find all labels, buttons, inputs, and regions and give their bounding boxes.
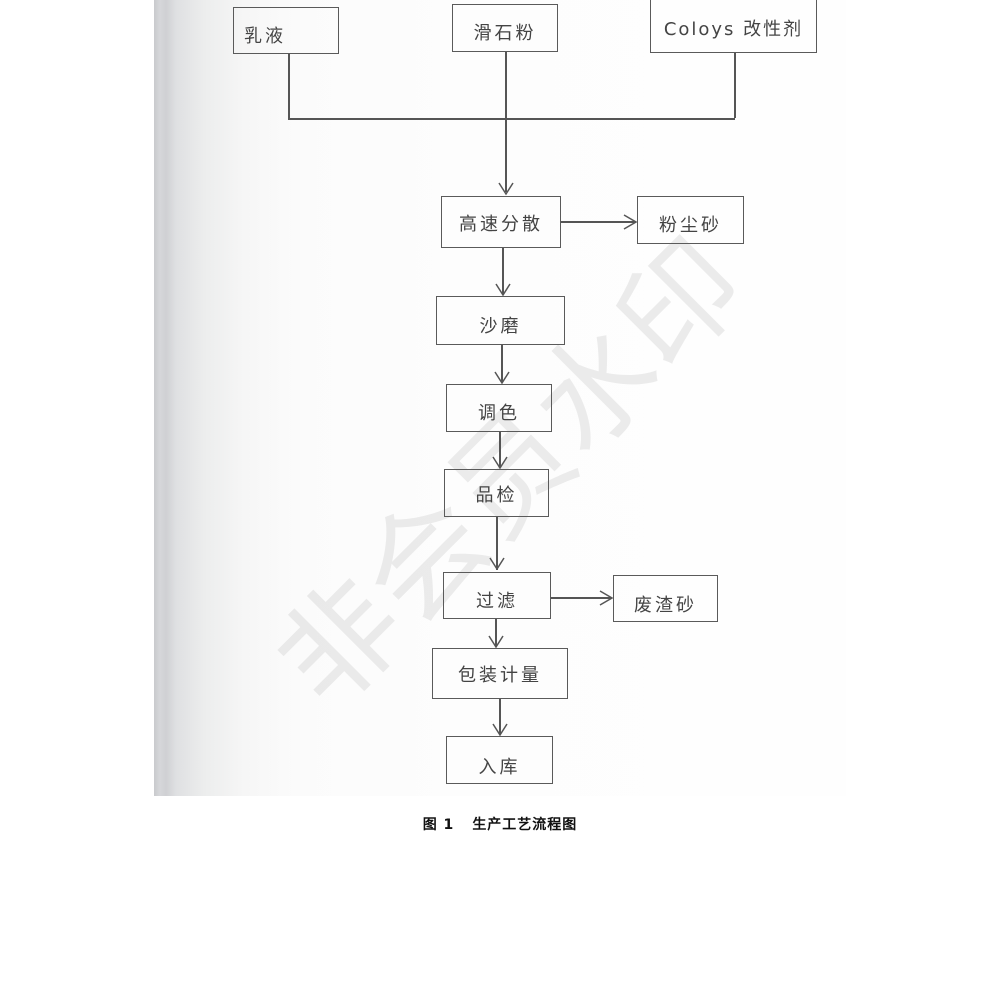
- node-label: 过滤: [476, 590, 518, 612]
- connector-line: [561, 221, 636, 223]
- node-packaging-metering: 包装计量: [432, 648, 568, 699]
- node-dust-sand: 粉尘砂: [637, 196, 744, 244]
- figure-title: 生产工艺流程图: [472, 817, 578, 833]
- connector-line: [551, 597, 611, 599]
- arrow-down-icon: [492, 723, 508, 736]
- node-waste-residue-sand: 废渣砂: [613, 575, 718, 622]
- connector-line: [495, 619, 497, 647]
- scanned-page: 非会员水印 乳液 滑石粉 Coloys 改性剂 高速分散 粉尘砂 沙磨 调色 品…: [154, 0, 846, 796]
- node-label: 滑石粉: [473, 23, 537, 44]
- connector-line: [499, 699, 501, 735]
- node-label: 乳液: [244, 25, 286, 47]
- node-label: 调色: [478, 403, 520, 424]
- node-high-speed-dispersion: 高速分散: [441, 196, 561, 248]
- node-color-matching: 调色: [446, 384, 552, 432]
- node-sand-milling: 沙磨: [436, 296, 565, 345]
- connector-line: [499, 432, 501, 467]
- node-label: 废渣砂: [634, 594, 697, 616]
- arrow-right-icon: [599, 590, 614, 606]
- node-label: 品检: [475, 485, 518, 506]
- arrow-down-icon: [488, 635, 504, 648]
- node-label: 入库: [478, 757, 521, 778]
- arrow-down-icon: [489, 557, 505, 570]
- node-label: 沙磨: [479, 315, 522, 337]
- connector-line: [288, 118, 735, 120]
- node-label: 高速分散: [459, 214, 543, 235]
- connector-line: [501, 345, 503, 382]
- arrow-right-icon: [623, 214, 638, 230]
- connector-line: [502, 248, 504, 294]
- node-label: 包装计量: [458, 664, 542, 686]
- connector-line: [496, 517, 498, 570]
- figure-number: 图 1: [422, 817, 455, 833]
- connector-line: [734, 53, 736, 118]
- node-quality-inspection: 品检: [444, 469, 549, 517]
- node-warehousing: 入库: [446, 736, 553, 784]
- node-talc: 滑石粉: [452, 4, 558, 52]
- arrow-down-icon: [494, 371, 510, 384]
- node-coloys-modifier: Coloys 改性剂: [650, 0, 817, 53]
- arrow-down-icon: [495, 283, 511, 296]
- connector-line: [505, 52, 507, 192]
- figure-caption: 图 1 生产工艺流程图: [0, 814, 1000, 834]
- connector-line: [288, 54, 290, 120]
- node-filtration: 过滤: [443, 572, 551, 619]
- arrow-down-icon: [498, 182, 514, 196]
- node-label: 粉尘砂: [659, 215, 722, 236]
- node-emulsion: 乳液: [233, 7, 339, 54]
- arrow-down-icon: [492, 456, 508, 469]
- node-label: Coloys 改性剂: [663, 18, 804, 40]
